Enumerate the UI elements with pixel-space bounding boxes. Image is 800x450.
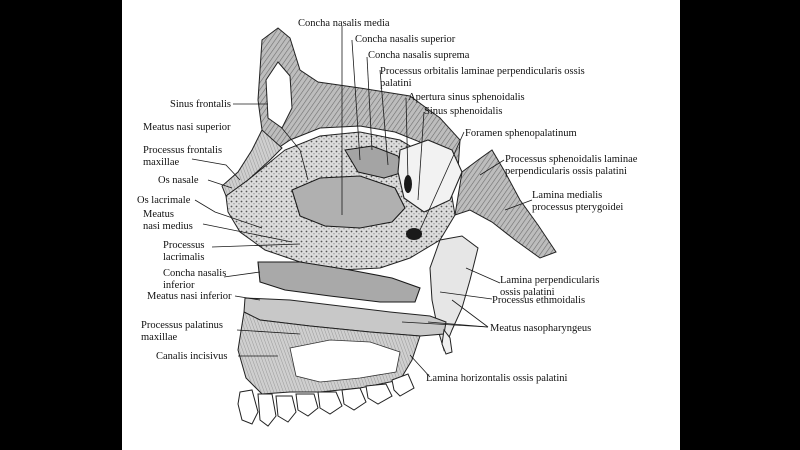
label-meatus-nasi-medius-line2: nasi medius	[143, 221, 193, 232]
teeth	[237, 373, 415, 427]
label-processus-ethmoidalis: Processus ethmoidalis	[492, 295, 585, 306]
label-processus-orbitalis: Processus orbitalis laminae perpendicula…	[380, 66, 585, 77]
label-processus-sphenoidalis: Processus sphenoidalis laminae	[505, 154, 638, 165]
label-canalis-incisivus: Canalis incisivus	[156, 351, 227, 362]
label-lamina-horizontalis: Lamina horizontalis ossis palatini	[426, 373, 568, 384]
label-os-lacrimale: Os lacrimale	[137, 195, 191, 206]
label-processus-orbitalis-line2: palatini	[380, 78, 412, 89]
label-sinus-sphenoidalis: Sinus sphenoidalis	[424, 106, 502, 117]
label-foramen-sphenopalatinum: Foramen sphenopalatinum	[465, 128, 577, 139]
sphenoid-body	[454, 149, 557, 259]
label-lamina-perpendicularis-line2: ossis palatini	[500, 287, 555, 298]
label-lamina-perpendicularis: Lamina perpendicularis	[500, 275, 599, 286]
label-meatus-nasi-medius: Meatus	[143, 209, 174, 220]
sinus-opening	[404, 175, 412, 193]
label-processus-frontalis: Processus frontalis	[143, 145, 222, 156]
frontal-sinus	[265, 61, 293, 129]
leader-lines	[191, 26, 533, 378]
palatine-cavity	[289, 339, 401, 383]
label-lamina-medialis-line2: processus pterygoidei	[532, 202, 623, 213]
label-processus-lacrimalis-line2: lacrimalis	[163, 252, 204, 263]
middle-concha	[291, 175, 406, 229]
sphenoid-sinus	[397, 139, 463, 213]
label-meatus-nasopharyngeus: Meatus nasopharyngeus	[490, 323, 591, 334]
label-os-nasale: Os nasale	[158, 175, 199, 186]
label-concha-nasalis-inferior-line2: inferior	[163, 280, 195, 291]
label-processus-frontalis-line2: maxillae	[143, 157, 179, 168]
label-apertura-sinus: Apertura sinus sphenoidalis	[408, 92, 525, 103]
pterygoid-hamulus	[441, 328, 453, 355]
label-concha-nasalis-suprema: Concha nasalis suprema	[368, 50, 470, 61]
inferior-concha	[257, 261, 421, 303]
skull-illustration	[221, 27, 557, 427]
label-processus-palatinus-line2: maxillae	[141, 332, 177, 343]
label-meatus-nasi-inferior: Meatus nasi inferior	[147, 291, 232, 302]
label-processus-lacrimalis: Processus	[163, 240, 204, 251]
labels: Concha nasalis media Concha nasalis supe…	[137, 18, 638, 384]
label-meatus-nasi-superior: Meatus nasi superior	[143, 122, 231, 133]
label-processus-sphenoidalis-line2: perpendicularis ossis palatini	[505, 166, 627, 177]
label-sinus-frontalis: Sinus frontalis	[170, 99, 231, 110]
label-lamina-medialis: Lamina medialis	[532, 190, 602, 201]
label-concha-nasalis-media: Concha nasalis media	[298, 18, 390, 29]
label-concha-nasalis-inferior: Concha nasalis	[163, 268, 226, 279]
label-concha-nasalis-superior: Concha nasalis superior	[355, 34, 456, 45]
label-processus-palatinus: Processus palatinus	[141, 320, 223, 331]
sphenopalatine-foramen	[406, 228, 422, 240]
